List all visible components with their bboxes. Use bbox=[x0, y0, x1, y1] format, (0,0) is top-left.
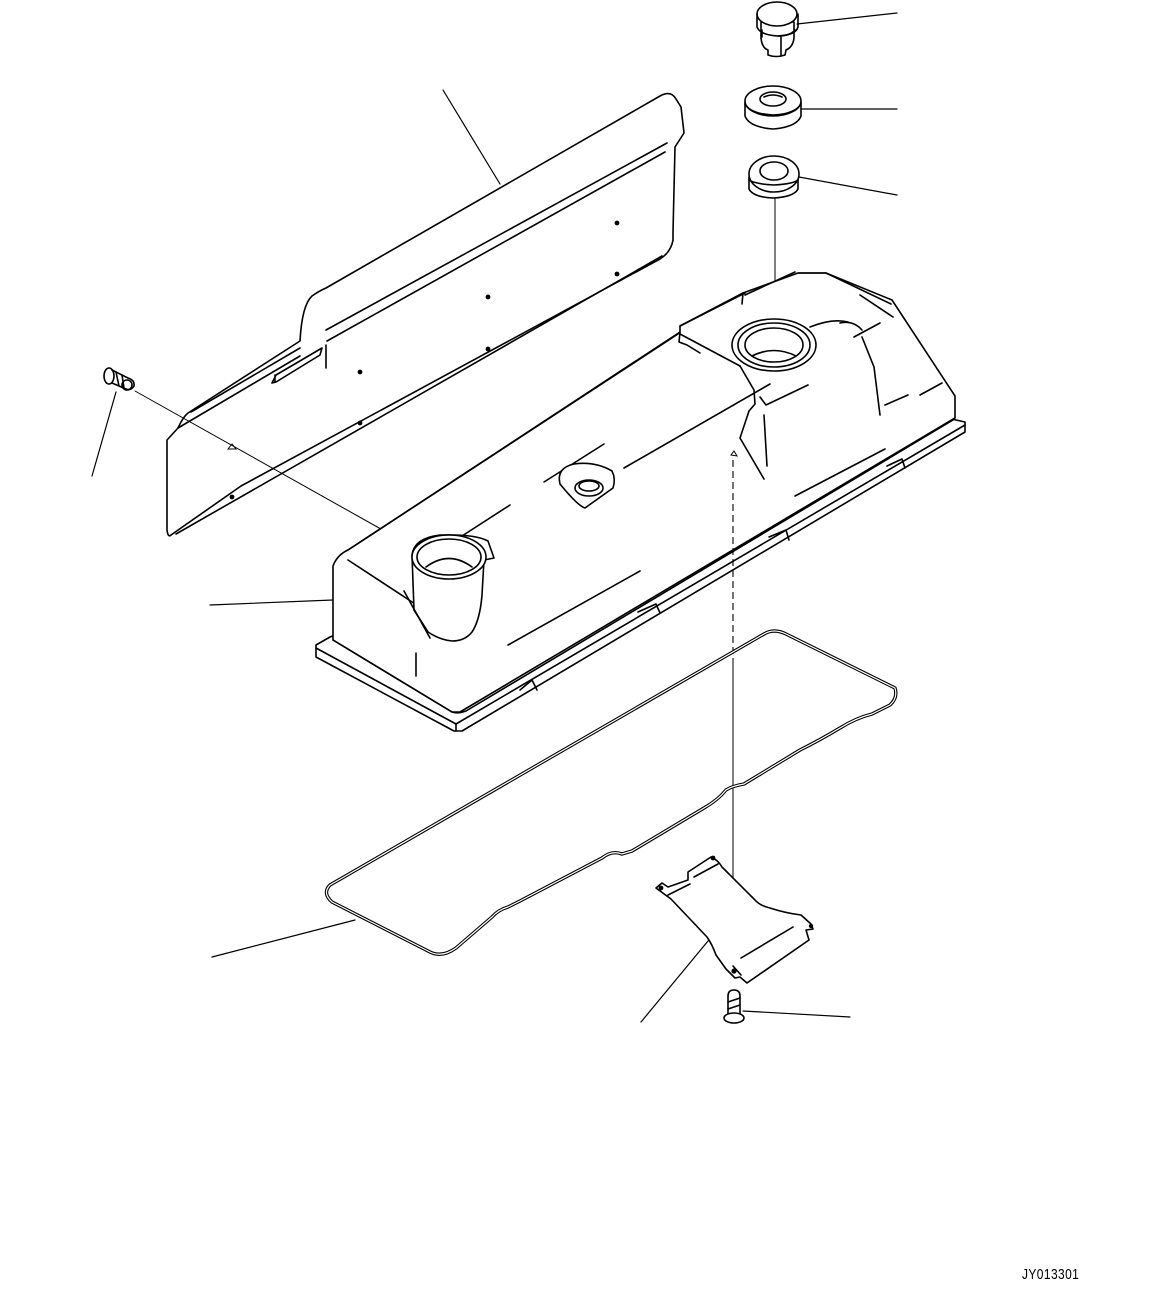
bolt-top-part bbox=[756, 1, 898, 58]
bracket-part bbox=[640, 855, 814, 1023]
leader-line-gasket bbox=[211, 919, 356, 958]
leader-line-heat-shield bbox=[442, 89, 501, 185]
leader-line-washer-lower bbox=[798, 176, 898, 196]
bolt-bottom-part bbox=[723, 989, 851, 1024]
leader-line-bolt-top bbox=[796, 12, 898, 25]
leader-line-head-cover bbox=[209, 599, 334, 606]
heat-shield-part bbox=[166, 89, 685, 537]
washer-upper-part bbox=[744, 85, 898, 130]
drawing-code-label: JY013301 bbox=[1022, 1266, 1080, 1283]
leader-line-bolt-left bbox=[91, 391, 117, 477]
gasket-part bbox=[211, 629, 898, 958]
washer-lower-part bbox=[748, 155, 898, 327]
bolt-left-part bbox=[91, 367, 393, 538]
head-cover-part bbox=[209, 271, 966, 732]
leader-line-bolt-bottom bbox=[742, 1010, 851, 1018]
leader-line-bracket bbox=[640, 940, 709, 1023]
